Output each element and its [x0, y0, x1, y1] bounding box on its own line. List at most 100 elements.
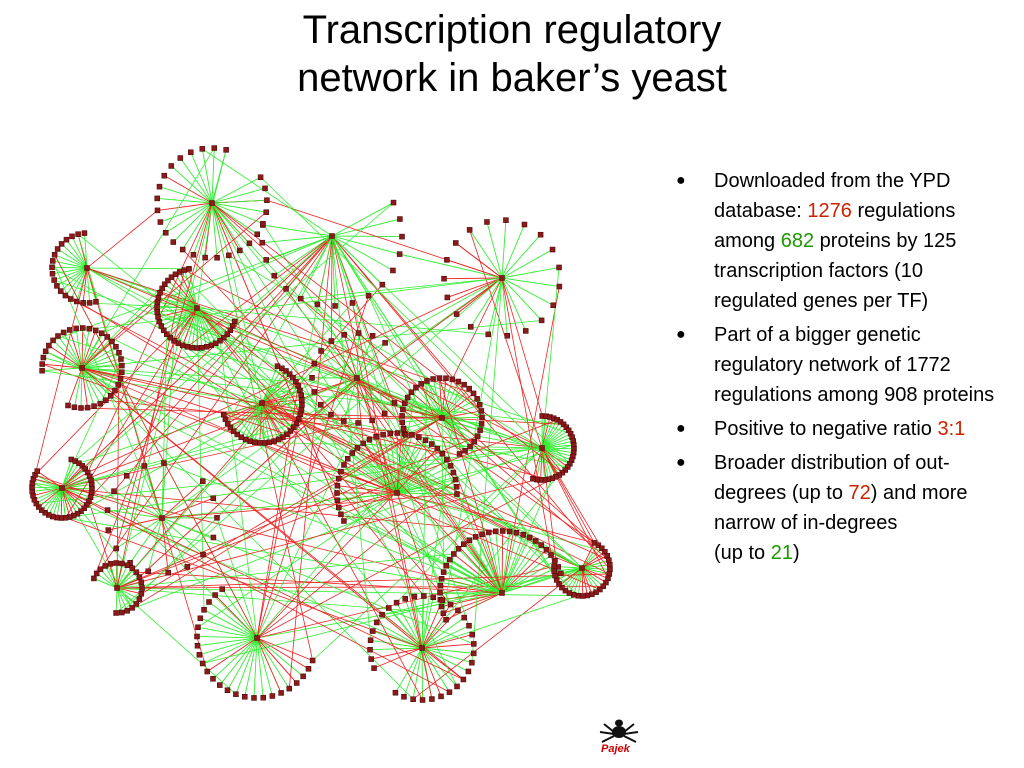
network-node [309, 657, 316, 664]
bullet-text: ) [792, 542, 800, 564]
network-edge [331, 235, 571, 465]
network-node [367, 646, 373, 653]
network-node [543, 547, 550, 553]
bullet-text: Broader distribution of out-degrees (up … [714, 452, 950, 504]
network-edge [71, 236, 88, 269]
network-edge [116, 573, 610, 589]
network-node [287, 428, 294, 434]
network-edge [61, 487, 85, 509]
network-node [63, 236, 70, 243]
network-node [129, 605, 135, 611]
network-node [283, 286, 289, 292]
network-edge [107, 509, 163, 519]
network-node [114, 585, 120, 591]
network-edge [141, 417, 443, 595]
network-node [252, 439, 258, 446]
network-node [155, 314, 161, 320]
network-edge [256, 422, 359, 639]
bullet-text: Downloaded from the YPD database: [714, 170, 951, 222]
network-edge [116, 571, 137, 589]
network-node [466, 537, 473, 543]
network-edge [532, 447, 543, 479]
network-edge [160, 202, 213, 223]
network-edge [165, 202, 213, 234]
network-edge [61, 462, 80, 489]
network-edge [573, 567, 583, 595]
network-edge [399, 253, 503, 279]
network-node [55, 333, 61, 339]
network-edge [93, 578, 118, 589]
network-node [98, 330, 105, 336]
network-node [474, 396, 480, 402]
network-node [341, 462, 347, 468]
network-node [181, 267, 188, 273]
network-edge [256, 637, 273, 697]
network-node [117, 375, 124, 382]
network-node [202, 254, 208, 261]
network-node [54, 246, 61, 252]
network-edge [261, 385, 299, 404]
network-edge [211, 202, 458, 687]
network-edge [541, 440, 574, 449]
network-edge [421, 381, 459, 649]
network-edge [581, 564, 610, 569]
network-edge [161, 517, 169, 573]
network-edge [219, 340, 258, 639]
network-node [298, 392, 304, 398]
network-node [548, 552, 554, 558]
network-node [80, 300, 86, 306]
network-node [513, 529, 520, 536]
network-node [444, 257, 450, 263]
network-node [113, 560, 119, 566]
network-node [418, 381, 424, 387]
network-edge [61, 243, 88, 269]
network-edge [541, 447, 610, 561]
network-node [237, 247, 243, 254]
network-node [341, 418, 347, 424]
network-edge [501, 267, 560, 279]
network-node [354, 375, 360, 381]
network-edge [73, 367, 83, 408]
network-node [550, 302, 556, 309]
network-node [461, 381, 467, 388]
network-node [311, 360, 318, 367]
network-edge [330, 377, 358, 415]
network-edge [459, 453, 583, 569]
network-edge [52, 260, 163, 519]
network-node [124, 473, 130, 479]
network-edge [331, 235, 336, 306]
network-node [283, 368, 289, 374]
network-node [416, 434, 422, 440]
network-node [58, 241, 65, 247]
network-node [199, 344, 205, 351]
network-node [399, 413, 405, 419]
network-edge [396, 492, 595, 544]
network-node [154, 304, 160, 310]
network-node [290, 374, 296, 381]
network-node [454, 683, 460, 690]
network-node [552, 558, 558, 564]
bullet-text: 72 [848, 482, 871, 504]
network-edge [52, 487, 63, 517]
network-edge [36, 447, 543, 504]
network-edge [65, 517, 503, 594]
network-edge [81, 367, 443, 455]
network-node [355, 330, 362, 336]
network-node [422, 437, 429, 443]
network-node [438, 576, 445, 582]
network-node [262, 185, 268, 192]
network-edge [501, 531, 511, 594]
network-node [387, 430, 394, 437]
network-node [51, 277, 57, 283]
network-node [177, 155, 184, 161]
network-node [259, 400, 265, 406]
network-edge [67, 367, 83, 406]
network-edge [177, 343, 423, 649]
network-edge [501, 277, 542, 321]
network-node [116, 349, 122, 356]
network-node [441, 275, 447, 282]
network-node [40, 354, 47, 361]
network-edge [164, 175, 213, 204]
network-node [341, 332, 348, 338]
network-node [438, 693, 444, 700]
